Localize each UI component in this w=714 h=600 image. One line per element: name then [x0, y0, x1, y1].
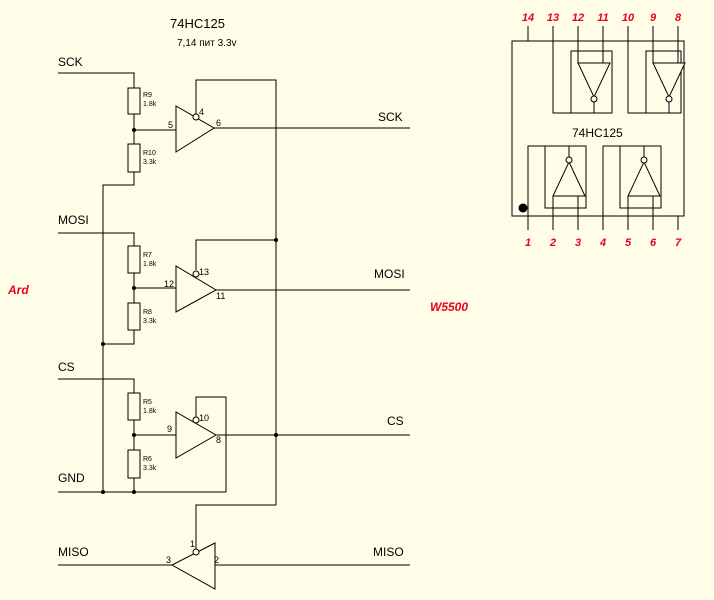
svg-text:6: 6: [216, 118, 221, 128]
buffer-cs: [175, 411, 218, 459]
resistor-r6: R6 3.3k: [127, 449, 157, 479]
svg-text:R8: R8: [143, 309, 152, 316]
svg-text:14: 14: [522, 12, 534, 24]
svg-text:5: 5: [168, 120, 173, 130]
sck-input-label: SCK: [58, 55, 83, 69]
resistor-r10: R10 3.3k: [127, 143, 157, 173]
svg-text:3.3k: 3.3k: [143, 159, 157, 166]
resistor-r8: R8 3.3k: [127, 302, 157, 331]
chip-title: 74HC125: [170, 16, 225, 31]
svg-text:3: 3: [166, 555, 171, 565]
svg-text:2: 2: [549, 237, 556, 249]
svg-text:9: 9: [650, 12, 657, 24]
svg-text:10: 10: [622, 12, 635, 24]
svg-text:3.3k: 3.3k: [143, 465, 157, 472]
svg-text:8: 8: [675, 12, 682, 24]
miso-output-label: MISO: [373, 545, 404, 559]
svg-text:13: 13: [199, 267, 209, 277]
svg-text:3.3k: 3.3k: [143, 318, 157, 325]
cs-output-label: CS: [387, 414, 404, 428]
svg-text:8: 8: [216, 435, 221, 445]
svg-text:12: 12: [164, 279, 174, 289]
mosi-output-label: MOSI: [374, 267, 405, 281]
pin1-marker-dot: [518, 203, 528, 213]
svg-text:4: 4: [599, 237, 606, 249]
svg-text:10: 10: [199, 413, 209, 423]
sck-output-label: SCK: [378, 110, 403, 124]
pinout-bottom-numbers: 1 2 3 4 5 6 7: [525, 237, 682, 249]
svg-text:R10: R10: [143, 150, 156, 157]
svg-text:2: 2: [214, 555, 219, 565]
mosi-input-label: MOSI: [58, 213, 89, 227]
svg-text:7: 7: [675, 237, 682, 249]
miso-input-label: MISO: [58, 545, 89, 559]
buffer-miso: [170, 542, 216, 590]
buffer-sck: [175, 105, 215, 153]
svg-text:R6: R6: [143, 456, 152, 463]
svg-text:1.8k: 1.8k: [143, 101, 157, 108]
gnd-label: GND: [58, 471, 85, 485]
svg-text:3: 3: [575, 237, 581, 249]
arduino-side-label: Ard: [7, 283, 29, 297]
svg-text:11: 11: [216, 291, 225, 301]
svg-text:R5: R5: [143, 399, 152, 406]
svg-text:4: 4: [199, 107, 204, 117]
svg-text:1.8k: 1.8k: [143, 261, 157, 268]
w5500-side-label: W5500: [430, 300, 468, 314]
svg-text:13: 13: [547, 12, 559, 24]
pinout-top-numbers: 14 13 12 11 10 9 8: [522, 12, 682, 24]
power-note: 7,14 пит 3.3v: [177, 38, 237, 49]
svg-text:R9: R9: [143, 92, 152, 99]
svg-text:R7: R7: [143, 252, 152, 259]
svg-text:1: 1: [525, 237, 531, 249]
svg-text:1: 1: [190, 539, 195, 549]
resistor-r9: R9 1.8k: [127, 87, 157, 115]
svg-text:5: 5: [625, 237, 632, 249]
resistor-r5: R5 1.8k: [127, 392, 157, 421]
pinout-diagram: [511, 26, 686, 230]
svg-text:1.8k: 1.8k: [143, 408, 157, 415]
buffer-mosi: [175, 265, 218, 313]
wires: [58, 72, 410, 566]
resistor-r7: R7 1.8k: [127, 245, 157, 274]
svg-text:9: 9: [167, 424, 172, 434]
svg-text:11: 11: [597, 12, 608, 24]
svg-text:6: 6: [650, 237, 657, 249]
cs-input-label: CS: [58, 360, 75, 374]
svg-text:12: 12: [572, 12, 584, 24]
pinout-chip-label: 74HC125: [572, 126, 623, 140]
junction-dots: [101, 128, 278, 494]
